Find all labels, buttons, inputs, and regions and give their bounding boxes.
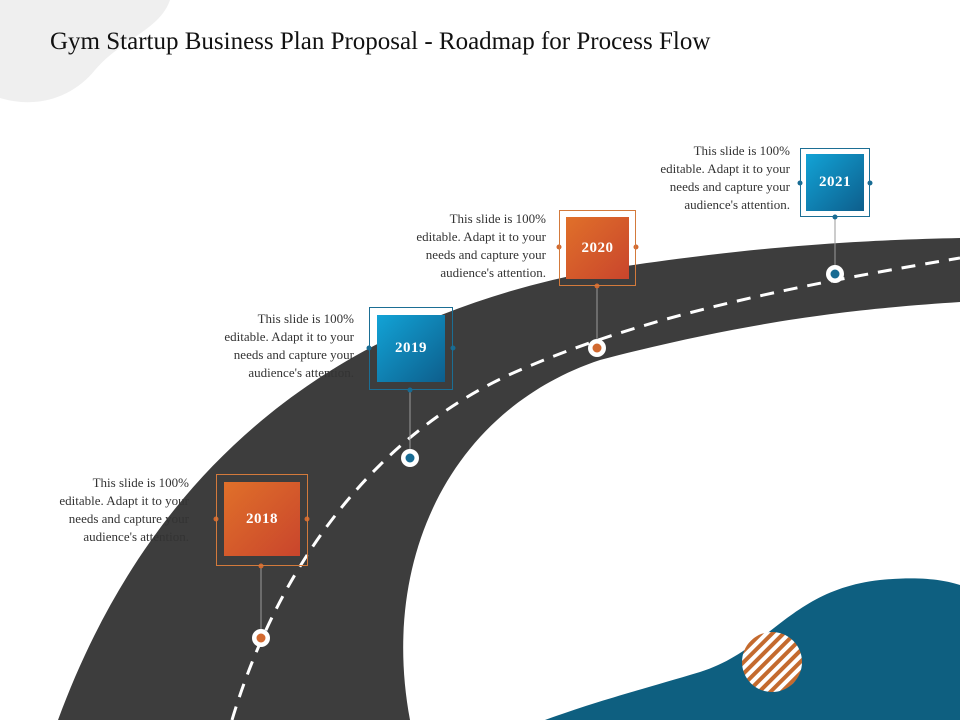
frame-dots-2018	[213, 516, 310, 569]
road-marker-2021	[826, 265, 844, 283]
corner-blob-shape	[0, 0, 170, 103]
year-frame	[559, 210, 636, 286]
year-frame	[369, 307, 453, 390]
milestone-description: This slide is 100% editable. Adapt it to…	[660, 143, 790, 212]
year-badge[interactable]: 2020	[566, 217, 629, 279]
year-frame	[800, 148, 870, 217]
road-marker-2020	[588, 339, 606, 357]
year-badge[interactable]: 2019	[377, 315, 445, 382]
milestone-description: This slide is 100% editable. Adapt it to…	[59, 475, 189, 544]
road-shape	[58, 238, 960, 720]
slide-title: Gym Startup Business Plan Proposal - Roa…	[50, 28, 711, 55]
road-marker-2019	[401, 449, 419, 467]
year-badge[interactable]: 2021	[806, 154, 864, 211]
striped-circle-shape	[742, 632, 802, 692]
year-badge[interactable]: 2018	[224, 482, 300, 556]
year-frame	[216, 474, 308, 566]
road-center-dash	[230, 256, 960, 720]
road-marker-2018	[252, 629, 270, 647]
frame-dots-2019	[366, 345, 456, 393]
frame-dots-2021	[797, 180, 873, 220]
milestone-description: This slide is 100% editable. Adapt it to…	[224, 311, 354, 380]
milestone-description: This slide is 100% editable. Adapt it to…	[416, 211, 546, 280]
